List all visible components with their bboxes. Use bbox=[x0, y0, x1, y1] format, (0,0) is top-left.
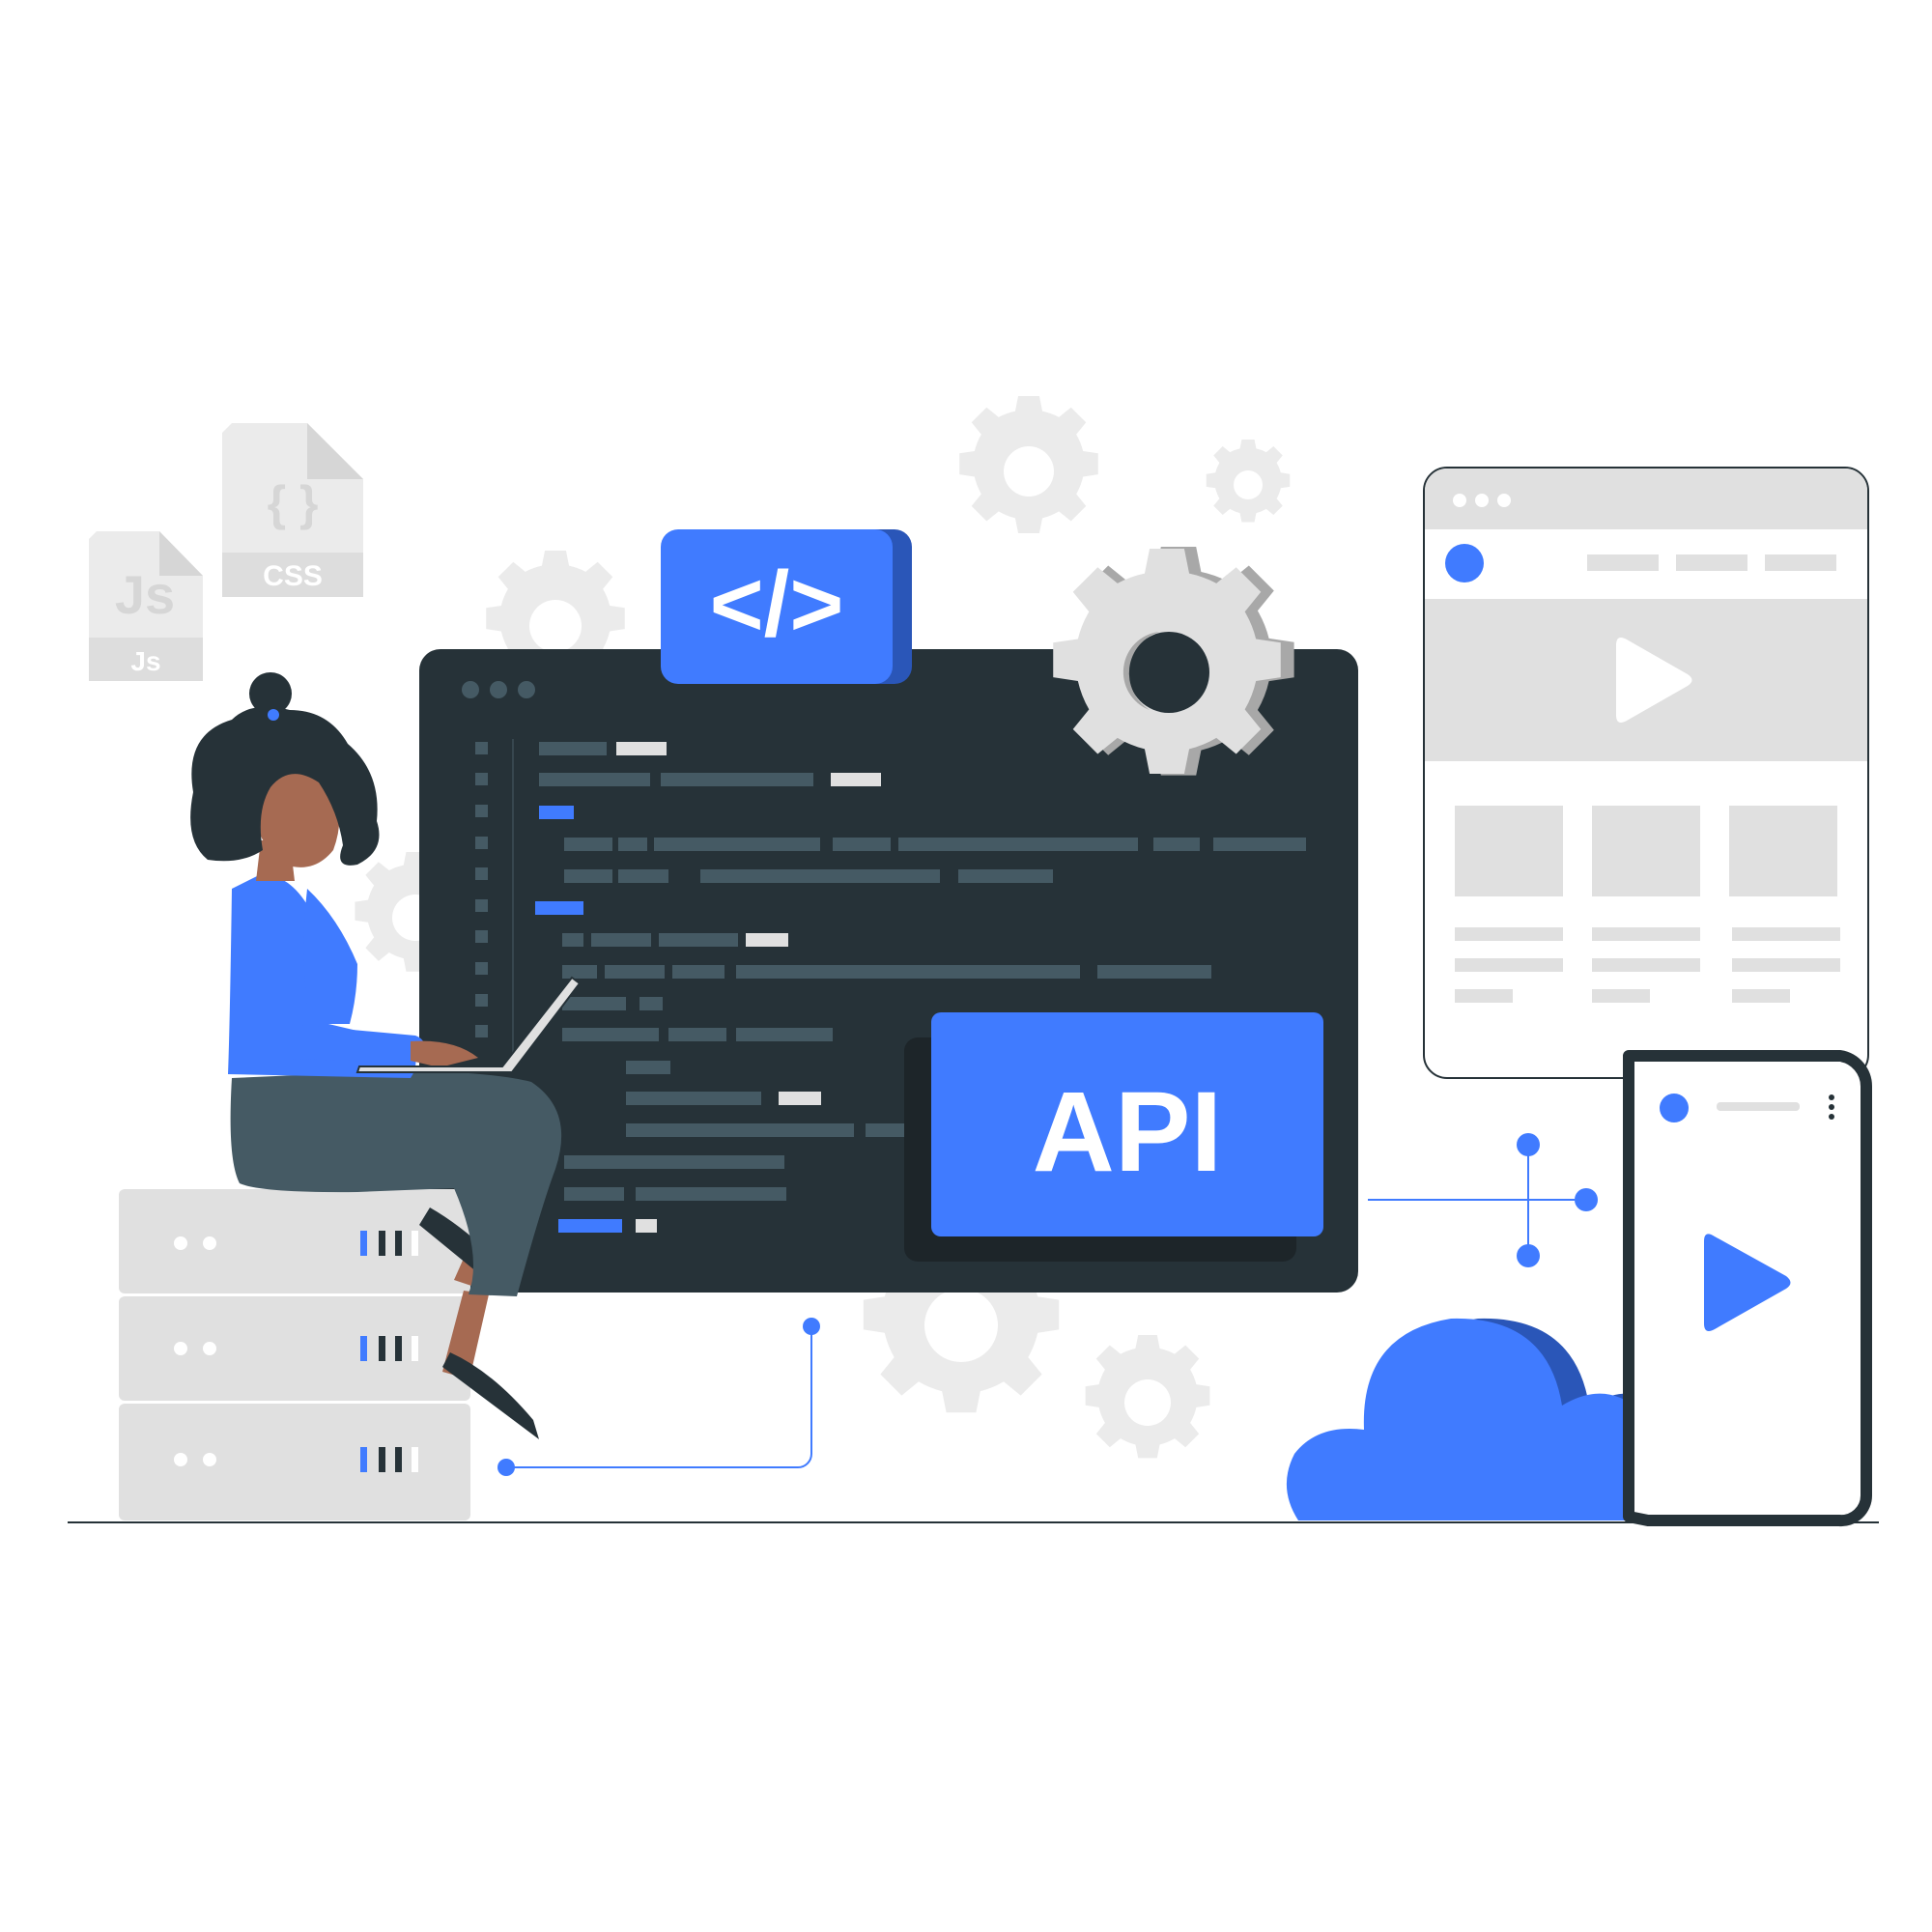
code-badge: </> bbox=[661, 529, 912, 684]
phone-device bbox=[1623, 1050, 1873, 1527]
card-thumbnail bbox=[1729, 806, 1837, 896]
nav-item bbox=[1676, 554, 1747, 571]
cloud-icon bbox=[1286, 1318, 1680, 1520]
network-connector bbox=[497, 1133, 1598, 1476]
window-dot bbox=[1453, 494, 1466, 507]
shoe bbox=[442, 1352, 539, 1439]
laptop-icon bbox=[355, 976, 582, 1073]
server-icon bbox=[119, 1189, 470, 1520]
play-icon bbox=[1616, 638, 1692, 723]
css-file-icon-text: { } bbox=[268, 476, 319, 530]
window-dot bbox=[462, 681, 479, 698]
kebab-menu-icon bbox=[1829, 1094, 1834, 1120]
gear-icon bbox=[1053, 547, 1294, 776]
nav-item bbox=[1587, 554, 1659, 571]
hair-bun bbox=[249, 672, 292, 715]
logo-dot bbox=[1445, 544, 1484, 582]
background-gear-icon bbox=[1085, 1335, 1210, 1459]
background-gear-icon bbox=[863, 1219, 1060, 1413]
play-icon bbox=[1704, 1234, 1791, 1331]
background-gear-icon bbox=[486, 551, 625, 688]
api-label: API bbox=[1033, 1068, 1223, 1196]
background-gear-icon bbox=[1206, 440, 1291, 523]
card-thumbnail bbox=[1592, 806, 1700, 896]
window-dot bbox=[518, 681, 535, 698]
css-file-icon: { } CSS bbox=[222, 423, 363, 597]
window-dot bbox=[1497, 494, 1511, 507]
code-icon: </> bbox=[710, 553, 844, 656]
window-dot bbox=[1475, 494, 1489, 507]
card-thumbnail bbox=[1455, 806, 1563, 896]
line-number-gutter bbox=[475, 742, 488, 1037]
js-file-icon: Js Js bbox=[89, 531, 203, 681]
js-file-label: Js bbox=[130, 646, 160, 676]
developer-character bbox=[190, 672, 582, 1439]
search-bar bbox=[1717, 1102, 1800, 1111]
nav-item bbox=[1765, 554, 1836, 571]
css-file-label: CSS bbox=[263, 560, 323, 592]
js-file-icon-text: Js bbox=[115, 564, 175, 625]
code-lines bbox=[535, 742, 1306, 1233]
avatar bbox=[1660, 1094, 1689, 1122]
api-card: API bbox=[904, 1012, 1323, 1262]
window-dot bbox=[490, 681, 507, 698]
browser-window bbox=[1423, 467, 1869, 1079]
background-gear-icon bbox=[959, 396, 1098, 533]
